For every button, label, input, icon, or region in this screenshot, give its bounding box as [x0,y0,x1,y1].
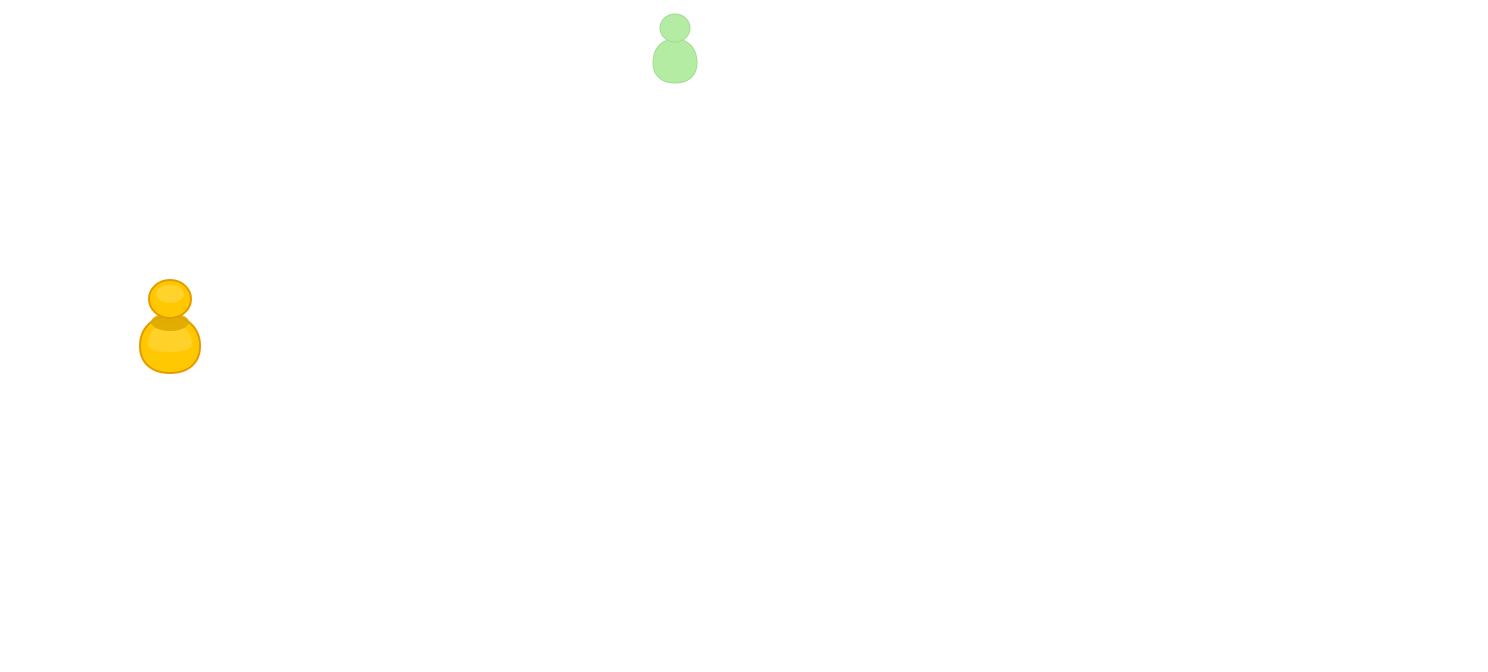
yellow-pawn-head-highlight [156,285,184,303]
green-pawn-head [659,13,691,43]
yellow-pawn-graphic [138,279,202,375]
green-pawn-icon[interactable] [650,12,700,86]
yellow-pawn-body-highlight [148,324,192,352]
green-pawn-body [652,38,698,84]
green-pawn-graphic [652,13,698,84]
yellow-pawn-icon[interactable] [136,278,204,378]
yellow-pawn-neck-shadow [151,313,189,331]
